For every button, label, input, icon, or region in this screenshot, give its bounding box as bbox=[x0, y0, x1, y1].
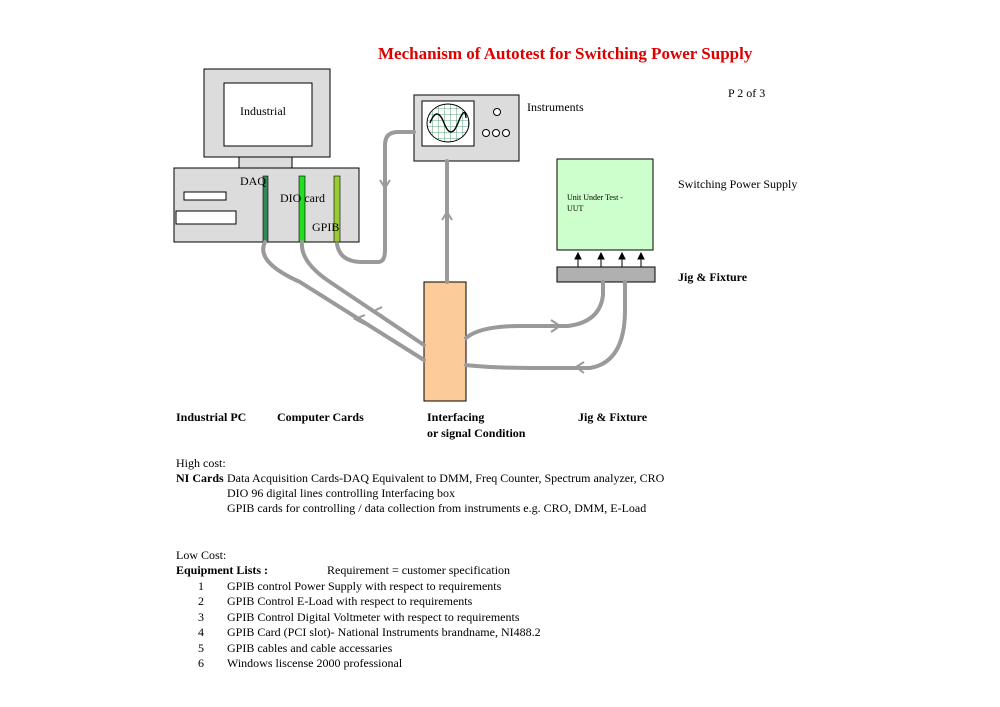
daq-label: DAQ bbox=[240, 174, 266, 188]
equipment-num: 4 bbox=[198, 625, 204, 639]
caption-signal-condition: or signal Condition bbox=[427, 426, 526, 440]
autotest-diagram: Industrial DAQ DIO card GPIB Instruments bbox=[173, 68, 797, 402]
equipment-item: Windows liscense 2000 professional bbox=[227, 656, 403, 670]
high-cost-line: Data Acquisition Cards-DAQ Equivalent to… bbox=[227, 471, 665, 485]
equipment-item: GPIB control Power Supply with respect t… bbox=[227, 579, 502, 593]
uut-label-line1: Unit Under Test - bbox=[567, 193, 623, 202]
equipment-num: 1 bbox=[198, 579, 204, 593]
dio-label: DIO card bbox=[280, 191, 325, 205]
equipment-item: GPIB Card (PCI slot)- National Instrumen… bbox=[227, 625, 541, 639]
high-cost-heading: High cost: bbox=[176, 456, 226, 470]
gpib-label: GPIB bbox=[312, 220, 339, 234]
monitor-label: Industrial bbox=[240, 104, 287, 118]
cables bbox=[261, 130, 627, 370]
equipment-num: 6 bbox=[198, 656, 204, 670]
instruments-label: Instruments bbox=[527, 100, 584, 114]
requirement-text: Requirement = customer specification bbox=[327, 563, 511, 577]
caption-computer-cards: Computer Cards bbox=[277, 410, 364, 424]
switching-power-supply-label: Switching Power Supply bbox=[678, 177, 797, 191]
equipment-num: 5 bbox=[198, 641, 204, 655]
equipment-num: 2 bbox=[198, 594, 204, 608]
uut-box bbox=[556, 158, 654, 251]
uut-label-line2: UUT bbox=[567, 204, 584, 213]
monitor-icon bbox=[203, 68, 331, 169]
dio-card bbox=[298, 175, 306, 243]
equipment-item: GPIB Control Digital Voltmeter with resp… bbox=[227, 610, 520, 624]
high-cost-line: GPIB cards for controlling / data collec… bbox=[227, 501, 647, 515]
caption-interfacing: Interfacing bbox=[427, 410, 485, 424]
low-cost-heading: Low Cost: bbox=[176, 548, 227, 562]
pin-arrows-icon bbox=[574, 251, 645, 267]
jig-fixture-bar bbox=[556, 266, 656, 283]
interfacing-box bbox=[423, 281, 467, 402]
equipment-lists-label: Equipment Lists : bbox=[176, 563, 269, 577]
jig-fixture-label: Jig & Fixture bbox=[678, 270, 748, 284]
caption-industrial-pc: Industrial PC bbox=[176, 410, 247, 424]
page-number: P 2 of 3 bbox=[728, 86, 766, 100]
ni-cards-label: NI Cards bbox=[176, 471, 224, 485]
equipment-item: GPIB Control E-Load with respect to requ… bbox=[227, 594, 473, 608]
equipment-num: 3 bbox=[198, 610, 204, 624]
caption-jig-fixture: Jig & Fixture bbox=[578, 410, 648, 424]
equipment-item: GPIB cables and cable accessaries bbox=[227, 641, 393, 655]
cable-arrows-icon bbox=[352, 179, 585, 374]
page-title: Mechanism of Autotest for Switching Powe… bbox=[378, 44, 753, 63]
high-cost-line: DIO 96 digital lines controlling Interfa… bbox=[227, 486, 455, 500]
oscilloscope-icon bbox=[413, 94, 520, 162]
